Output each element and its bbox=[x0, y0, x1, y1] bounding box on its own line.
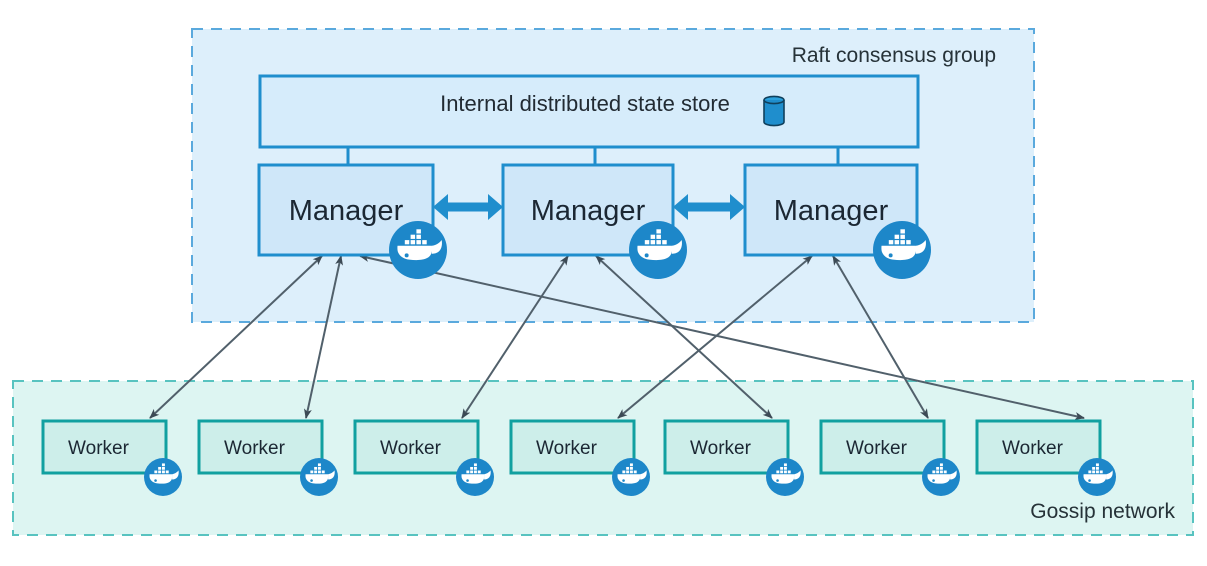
worker-box[interactable] bbox=[197, 419, 324, 475]
worker-node-4[interactable]: Worker bbox=[663, 419, 790, 475]
manager-label: Manager bbox=[531, 195, 646, 227]
manager-worker-link-6 bbox=[359, 254, 1085, 420]
docker-whale-icon bbox=[389, 221, 447, 279]
manager-worker-link-group bbox=[149, 254, 1085, 420]
worker-label: Worker bbox=[1002, 438, 1064, 459]
worker-node-2[interactable]: Worker bbox=[353, 419, 480, 475]
docker-whale-icon bbox=[300, 458, 338, 496]
worker-label: Worker bbox=[536, 438, 598, 459]
manager-peer-link-1 bbox=[673, 194, 745, 220]
docker-whale-icon bbox=[144, 458, 182, 496]
internal-state-store-node[interactable]: Internal distributed state store bbox=[258, 74, 920, 149]
worker-label: Worker bbox=[68, 438, 130, 459]
worker-node-1[interactable]: Worker bbox=[197, 419, 324, 475]
state-store-box[interactable] bbox=[258, 74, 920, 149]
worker-box[interactable] bbox=[663, 419, 790, 475]
manager-label: Manager bbox=[774, 195, 889, 227]
worker-box[interactable] bbox=[819, 419, 946, 475]
worker-node-6[interactable]: Worker bbox=[975, 419, 1102, 475]
docker-whale-icon bbox=[922, 458, 960, 496]
worker-box[interactable] bbox=[353, 419, 480, 475]
worker-label: Worker bbox=[380, 438, 442, 459]
manager-worker-link-0 bbox=[149, 255, 323, 419]
store-connector-group bbox=[346, 147, 840, 165]
manager-worker-link-1 bbox=[303, 255, 344, 419]
docker-whale-icon bbox=[873, 221, 931, 279]
worker-node-3[interactable]: Worker bbox=[509, 419, 636, 475]
state-store-label: Internal distributed state store bbox=[440, 91, 730, 116]
gossip-group-label: Gossip network bbox=[1030, 500, 1175, 523]
worker-label: Worker bbox=[224, 438, 286, 459]
manager-label: Manager bbox=[289, 195, 404, 227]
docker-whale-icon bbox=[612, 458, 650, 496]
manager-peer-link-0 bbox=[433, 194, 503, 220]
worker-label: Worker bbox=[846, 438, 908, 459]
worker-node-group: Worker Worker Worker Worker Worker Worker Work… bbox=[41, 419, 1116, 496]
worker-label: Worker bbox=[690, 438, 752, 459]
worker-box[interactable] bbox=[41, 419, 168, 475]
worker-node-5[interactable]: Worker bbox=[819, 419, 946, 475]
docker-whale-icon bbox=[1078, 458, 1116, 496]
database-icon bbox=[763, 95, 785, 127]
manager-node-group: Manager Manager Manager bbox=[257, 163, 931, 279]
manager-peer-link-group bbox=[433, 194, 745, 220]
docker-whale-icon bbox=[629, 221, 687, 279]
worker-box[interactable] bbox=[975, 419, 1102, 475]
docker-whale-icon bbox=[456, 458, 494, 496]
docker-whale-icon bbox=[766, 458, 804, 496]
worker-box[interactable] bbox=[509, 419, 636, 475]
worker-node-0[interactable]: Worker bbox=[41, 419, 168, 475]
raft-group-label: Raft consensus group bbox=[792, 44, 996, 67]
